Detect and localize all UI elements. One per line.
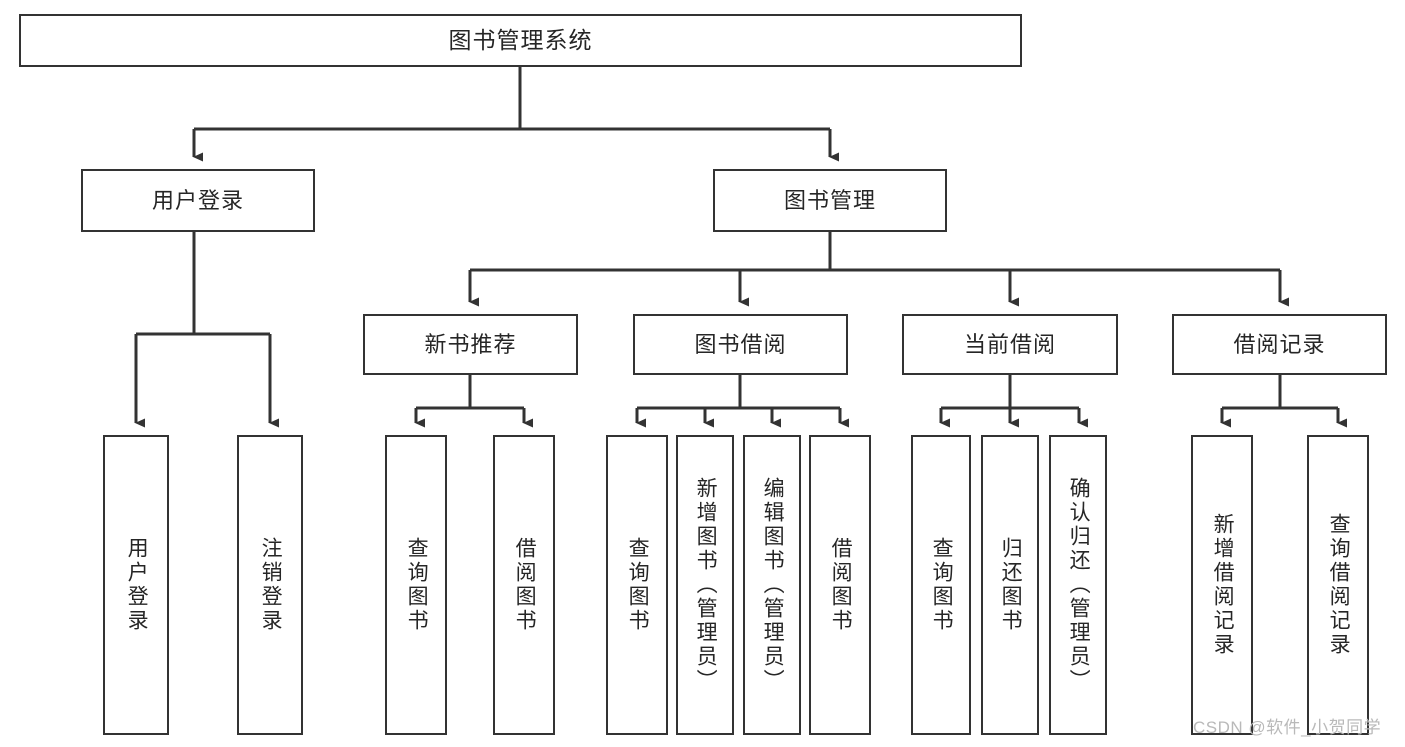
node-label: 新增图书（管理员） bbox=[694, 477, 718, 693]
node-label: 编辑图书（管理员） bbox=[761, 477, 785, 693]
node-label: 新增借阅记录 bbox=[1211, 513, 1235, 657]
leaf-current-query-book[interactable]: 查询图书 bbox=[911, 435, 971, 735]
node-label: 注销登录 bbox=[259, 537, 283, 633]
node-label: 借阅图书 bbox=[829, 537, 853, 633]
node-label: 借阅图书 bbox=[513, 537, 537, 633]
node-label: 查询图书 bbox=[405, 537, 429, 633]
leaf-record-add-borrow-record[interactable]: 新增借阅记录 bbox=[1191, 435, 1253, 735]
leaf-borrow-add-book-admin[interactable]: 新增图书（管理员） bbox=[676, 435, 734, 735]
node-label: 借阅记录 bbox=[1233, 331, 1326, 357]
node-book-borrow[interactable]: 图书借阅 bbox=[633, 314, 848, 375]
node-book-management[interactable]: 图书管理 bbox=[713, 169, 947, 232]
leaf-borrow-query-book[interactable]: 查询图书 bbox=[606, 435, 668, 735]
node-book-management-system[interactable]: 图书管理系统 bbox=[19, 14, 1022, 67]
node-borrow-record[interactable]: 借阅记录 bbox=[1172, 314, 1387, 375]
leaf-record-query-borrow-record[interactable]: 查询借阅记录 bbox=[1307, 435, 1369, 735]
node-new-book-recommend[interactable]: 新书推荐 bbox=[363, 314, 578, 375]
leaf-current-confirm-return-admin[interactable]: 确认归还（管理员） bbox=[1049, 435, 1107, 735]
node-label: 图书管理系统 bbox=[448, 27, 593, 54]
node-user-login[interactable]: 用户登录 bbox=[81, 169, 315, 232]
leaf-borrow-borrow-book[interactable]: 借阅图书 bbox=[809, 435, 871, 735]
leaf-user-login[interactable]: 用户登录 bbox=[103, 435, 169, 735]
leaf-logout-login[interactable]: 注销登录 bbox=[237, 435, 303, 735]
leaf-new-book-borrow-book[interactable]: 借阅图书 bbox=[493, 435, 555, 735]
node-label: 确认归还（管理员） bbox=[1067, 477, 1091, 693]
node-label: 图书管理 bbox=[783, 187, 876, 213]
node-label: 图书借阅 bbox=[694, 331, 787, 357]
node-label: 当前借阅 bbox=[963, 331, 1056, 357]
node-current-borrow[interactable]: 当前借阅 bbox=[902, 314, 1118, 375]
node-label: 用户登录 bbox=[151, 187, 244, 213]
leaf-borrow-edit-book-admin[interactable]: 编辑图书（管理员） bbox=[743, 435, 801, 735]
node-label: 查询图书 bbox=[930, 537, 954, 633]
node-label: 归还图书 bbox=[999, 537, 1023, 633]
node-label: 用户登录 bbox=[125, 537, 149, 633]
node-label: 查询借阅记录 bbox=[1327, 513, 1351, 657]
leaf-new-book-query-book[interactable]: 查询图书 bbox=[385, 435, 447, 735]
node-label: 新书推荐 bbox=[424, 331, 517, 357]
node-label: 查询图书 bbox=[626, 537, 650, 633]
leaf-current-return-book[interactable]: 归还图书 bbox=[981, 435, 1039, 735]
